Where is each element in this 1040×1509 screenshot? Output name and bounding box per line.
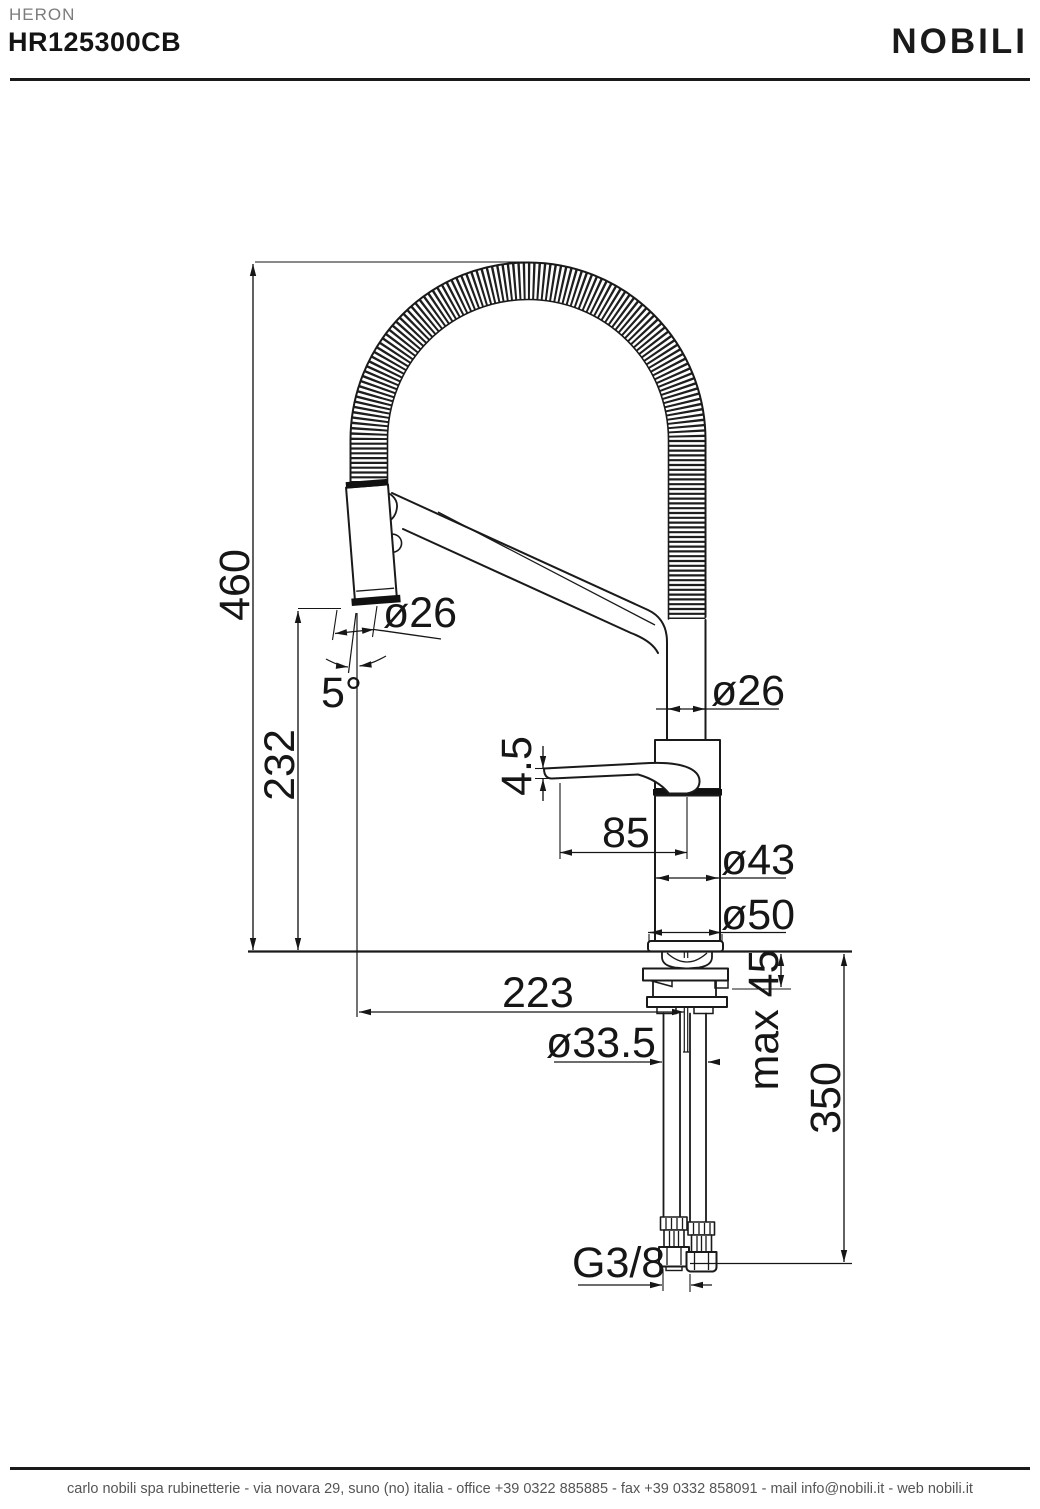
dim-spout-height-label: 232 [256,729,304,801]
dim-spray-angle-label: 5° [321,669,362,717]
model-code: HR125300CB [8,27,182,57]
nut-facets-right [693,1253,710,1270]
faucet-body [647,739,724,953]
spray-head-top-joint [345,478,389,489]
spout-upper-edge [391,492,668,741]
dim-total-height-460: 460 [211,261,530,950]
footer-rule [10,1467,1030,1470]
base-flange [647,940,724,953]
dim-thread-size-g38: G3/8 [572,1239,712,1292]
series-name: HERON [9,5,76,24]
supply-hose-left [662,1012,681,1219]
shank-dome-curve [666,952,708,963]
lever-handle [543,761,701,795]
footer-contact-info: carlo nobili spa rubinetterie - via nova… [67,1481,973,1497]
threaded-shank [652,980,717,998]
plate-notch [649,979,673,988]
hose-connector-left [658,1216,690,1272]
dim-spray-angle-5deg: 5° [321,612,387,1017]
dim-deck-thickness-label: max 45 [740,949,788,1090]
spring-inner-edge [386,298,670,620]
dim-pipe-diameter-label: ø26 [711,667,785,715]
dim-spray-tip-diameter: ø26 [331,589,457,641]
dim-base-diameter-label: ø50 [721,891,795,939]
neck-ridges-left [668,1231,680,1246]
supply-hose-right [689,1012,707,1223]
dim-lever-thickness: 4.5 [493,736,557,801]
dim-body-diameter: ø43 [655,836,795,884]
dim-total-height-label: 460 [211,549,259,621]
dim-spout-reach-223: 223 [359,969,684,1017]
neck-ridges-right [696,1236,707,1251]
dim-deck-thickness-max45: max 45 [732,949,791,1091]
dim-thread-size-label: G3/8 [572,1239,665,1287]
brand-logo: NOBILI [891,22,1028,61]
nut-facets-left [666,1248,682,1265]
dim-pipe-diameter: ø26 [656,667,785,715]
dim-spray-tip-label: ø26 [383,589,457,637]
dim-hole-diameter: ø33.5 [546,1019,720,1067]
spout-lower-edge [402,528,659,654]
ferrule-ridges-right [692,1223,711,1234]
threaded-stud [683,952,689,1053]
horseshoe-plate [642,967,729,982]
aerator-line [356,587,395,592]
spring-coil-texture [350,262,706,619]
dim-base-diameter: ø50 [648,891,795,943]
mounting-hardware [642,951,729,1053]
dim-lever-length-85: 85 [559,783,688,859]
dim-hose-length-label: 350 [802,1062,850,1134]
dim-hose-length-350: 350 [690,954,852,1265]
spring-outer-edge [349,261,707,618]
spray-head-body [345,483,398,603]
ferrule-ridges-left [665,1218,684,1229]
mounting-nut [646,996,728,1008]
spray-head [345,478,403,607]
header-rule [10,78,1030,81]
hose-connector-right [685,1221,718,1273]
dim-spout-reach-label: 223 [502,969,574,1017]
nut-foot-right [693,1006,714,1015]
thread-stub-left [665,1265,683,1272]
dim-lever-length-label: 85 [602,809,650,857]
plate-step [714,979,729,989]
spout-tube [378,488,707,741]
dim-spout-height-232: 232 [256,607,341,950]
spray-button [391,533,403,553]
dim-lever-thickness-label: 4.5 [493,736,541,796]
dim-body-diameter-label: ø43 [721,836,795,884]
spring-hose [349,261,707,620]
swivel-nut-right [685,1251,718,1273]
spray-head-tip [351,594,401,607]
dim-hole-diameter-label: ø33.5 [546,1019,656,1067]
spout-inner-line [437,511,656,626]
